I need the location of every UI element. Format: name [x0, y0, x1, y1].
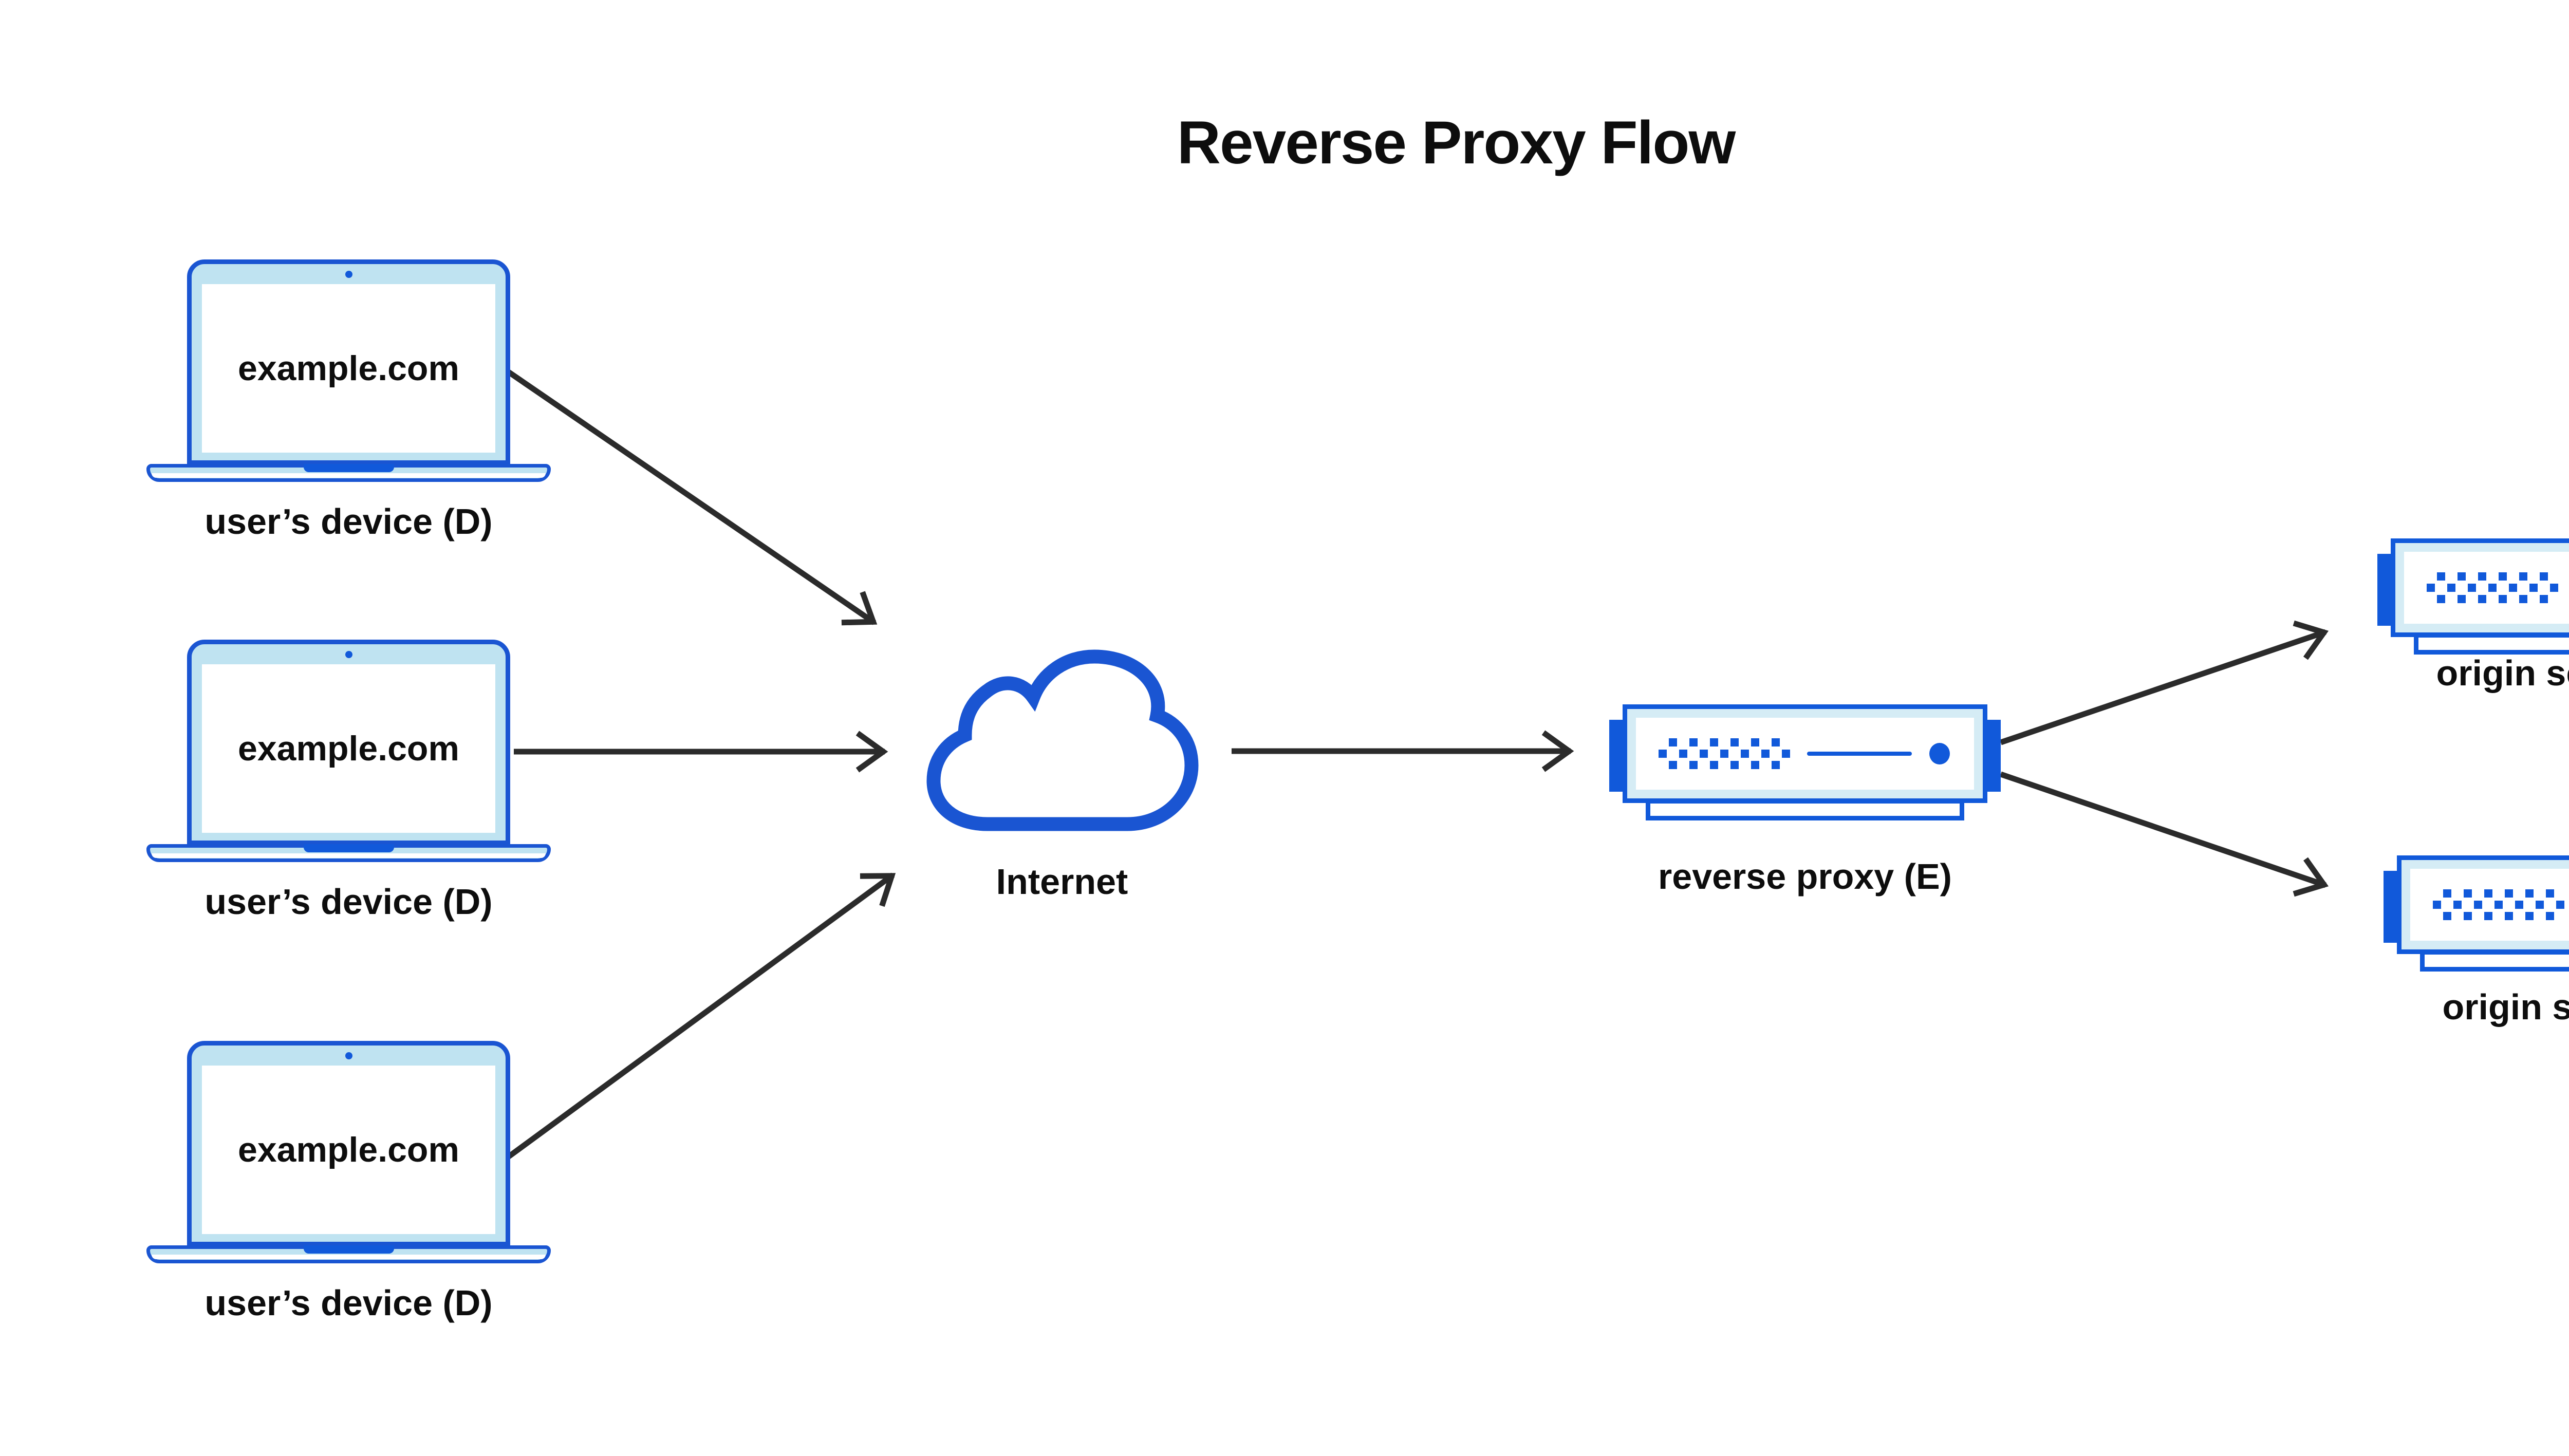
laptop-hinge-notch [303, 464, 394, 472]
server-flange-right [1987, 720, 2001, 792]
camera-dot-icon [345, 1052, 352, 1059]
laptop-hinge-notch [303, 1245, 394, 1254]
arrow-proxy-to-origin2 [2000, 771, 2329, 897]
server-vents-icon [2433, 889, 2564, 920]
user-device-1: example.com user’s device (D) [146, 259, 551, 547]
cloud-icon [926, 649, 1199, 831]
laptop-base-strip [152, 1255, 546, 1259]
camera-dot-icon [345, 271, 352, 278]
user-device-2: example.com user’s device (D) [146, 640, 551, 927]
laptop-icon: example.com [187, 1041, 510, 1246]
arrow-proxy-to-origin1 [2000, 620, 2329, 745]
reverse-proxy-label: reverse proxy (E) [1658, 856, 1952, 897]
laptop-icon: example.com [187, 640, 510, 845]
server-slot-icon [1807, 752, 1912, 756]
internet-node [919, 649, 1205, 832]
arrow-device1-to-internet [500, 365, 878, 626]
laptop-hinge-notch [303, 844, 394, 852]
server-vents-icon [1659, 738, 1790, 769]
browser-url-text: example.com [202, 284, 495, 453]
origin-server-label: origin server (F) [2436, 653, 2569, 693]
camera-dot-icon [345, 651, 352, 658]
browser-url-text: example.com [202, 664, 495, 833]
server-icon [2397, 855, 2569, 954]
arrow-device3-to-internet [500, 872, 896, 1164]
server-flange-left [2384, 871, 2397, 943]
laptop-base-strip [152, 473, 546, 478]
server-flange-left [2377, 554, 2391, 626]
reverse-proxy-node: reverse proxy (E) [1609, 704, 2001, 920]
laptop-base-strip [152, 853, 546, 858]
page-title: Reverse Proxy Flow [1177, 109, 1736, 177]
server-faceplate [2410, 869, 2569, 941]
server-faceplate [2404, 552, 2569, 624]
device-label: user’s device (D) [204, 501, 493, 542]
internet-label: Internet [996, 862, 1128, 902]
server-flange-left [1609, 720, 1623, 792]
browser-url-text: example.com [202, 1066, 495, 1234]
device-label: user’s device (D) [204, 882, 493, 922]
device-label: user’s device (D) [204, 1283, 493, 1323]
server-icon [2391, 538, 2569, 637]
origin-server-2: origin server (F) [2384, 855, 2569, 1071]
server-power-dot-icon [1929, 743, 1950, 764]
server-icon [1623, 704, 1987, 803]
origin-server-label: origin server (F) [2442, 987, 2569, 1027]
laptop-icon: example.com [187, 259, 510, 465]
server-vents-icon [2427, 572, 2558, 603]
origin-server-1: origin server (F) [2377, 538, 2569, 754]
user-device-3: example.com user’s device (D) [146, 1041, 551, 1329]
server-faceplate [1636, 718, 1974, 790]
